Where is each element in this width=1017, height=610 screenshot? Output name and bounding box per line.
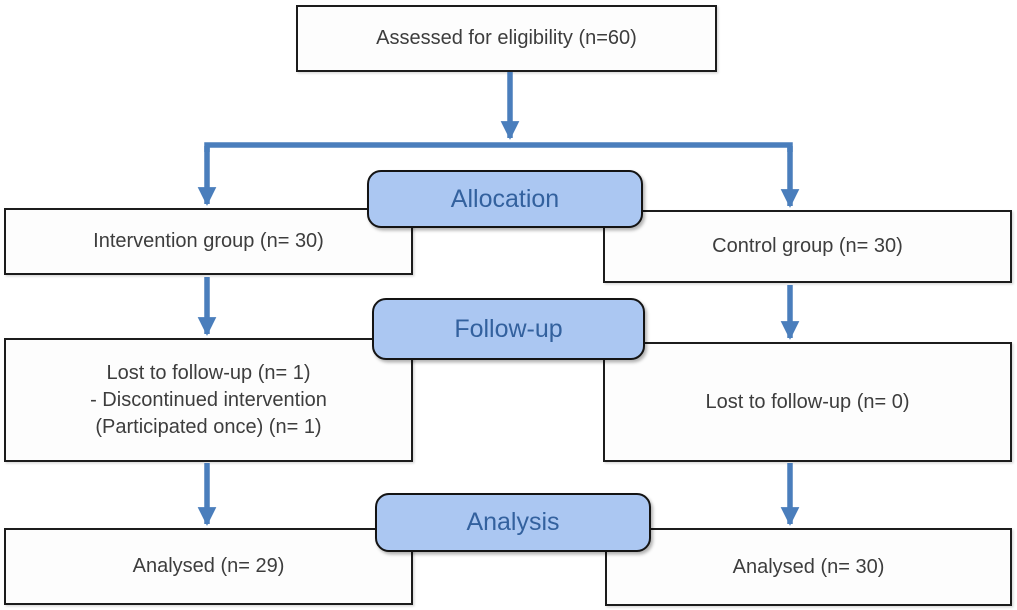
lost-followup-line-1: Lost to follow-up (n= 1) <box>106 361 311 384</box>
intervention-group-box: Intervention group (n= 30) <box>4 208 413 275</box>
lost-followup-line-3: (Participated once) (n= 1) <box>95 415 322 438</box>
lost-to-followup-control-box: Lost to follow-up (n= 0) <box>603 342 1012 462</box>
allocation-stage-label: Allocation <box>367 170 643 228</box>
analysed-intervention-box: Analysed (n= 29) <box>4 528 413 605</box>
analysed-control-box: Analysed (n= 30) <box>605 528 1012 606</box>
control-group-box: Control group (n= 30) <box>603 210 1012 283</box>
assessed-eligibility-box: Assessed for eligibility (n=60) <box>296 5 717 72</box>
followup-stage-label: Follow-up <box>372 298 645 360</box>
branch-line <box>204 142 793 152</box>
analysis-stage-label: Analysis <box>375 493 651 552</box>
lost-to-followup-intervention-box: Lost to follow-up (n= 1) - Discontinued … <box>4 338 413 462</box>
lost-followup-line-2: - Discontinued intervention <box>90 388 327 411</box>
